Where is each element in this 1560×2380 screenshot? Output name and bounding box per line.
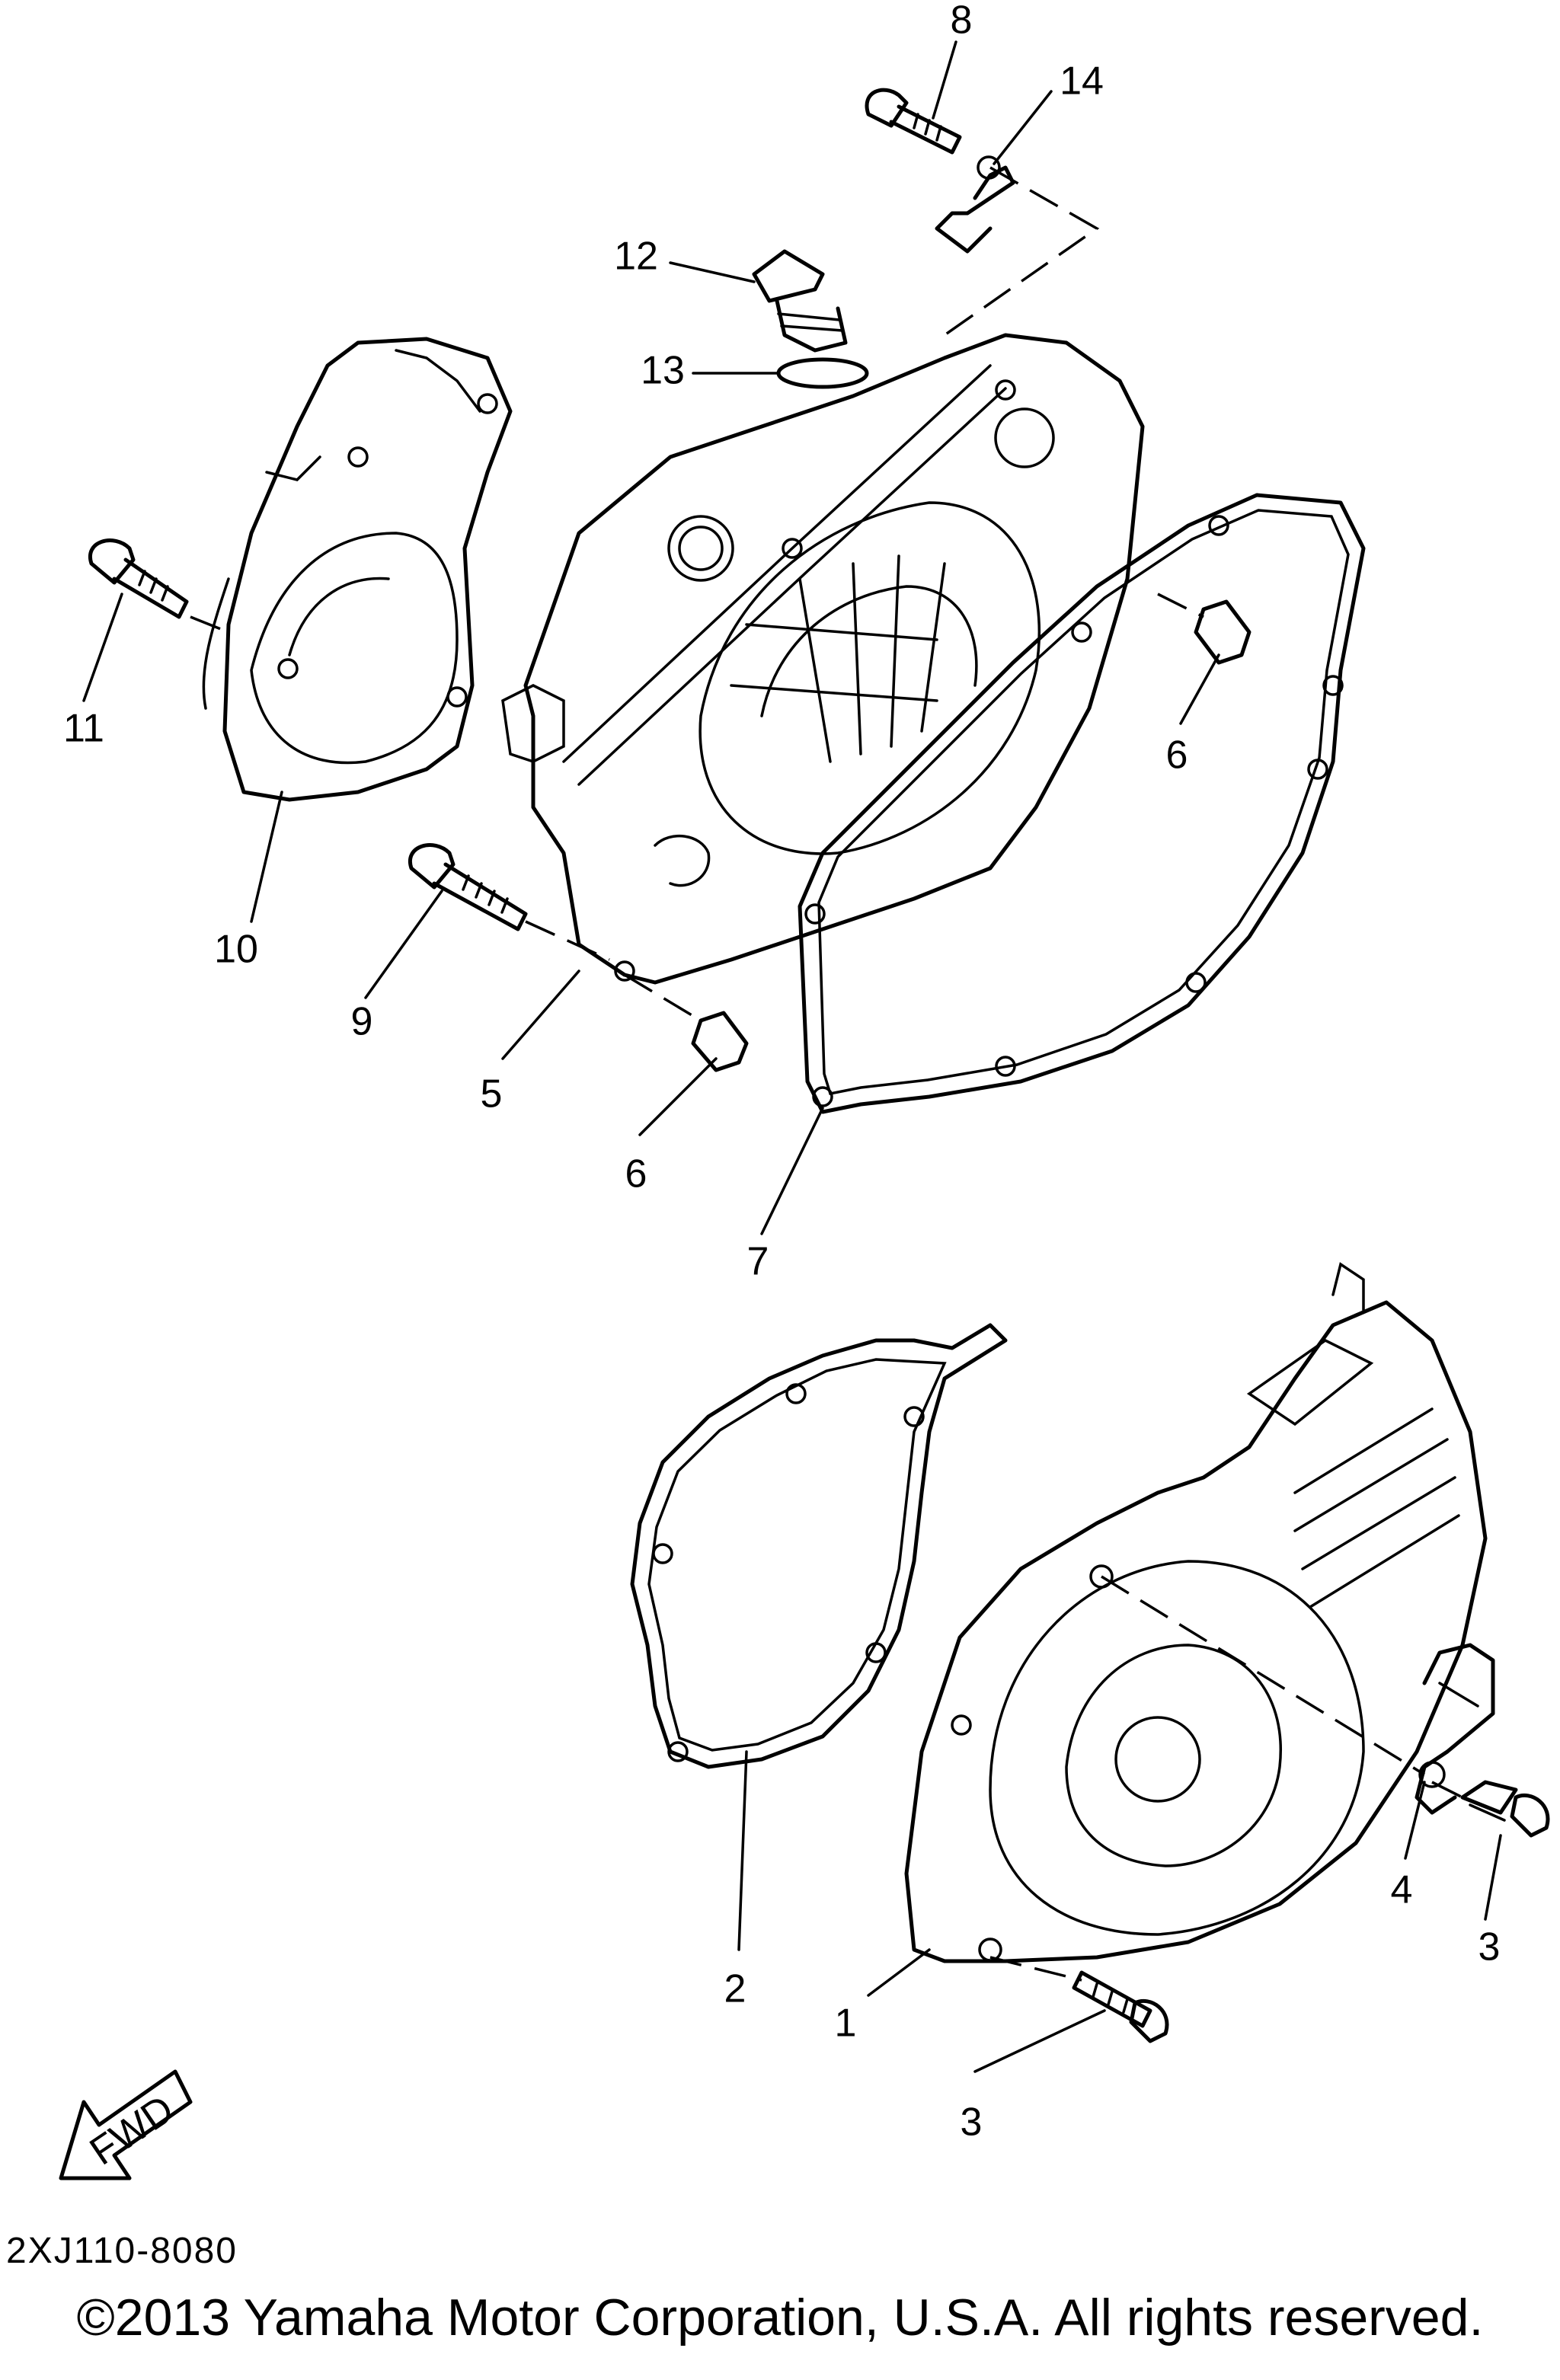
part-6-dowel-upper [1194, 599, 1252, 665]
part-13-o-ring [776, 357, 869, 389]
callout-11: 11 [63, 707, 104, 751]
leader-lines [82, 40, 1502, 2073]
copyright-notice: ©2013 Yamaha Motor Corporation, U.S.A. A… [76, 2289, 1484, 2346]
part-3-bolt-right [1460, 1780, 1550, 1838]
callout-12: 12 [614, 235, 658, 279]
part-1-crankcase-cover [904, 1262, 1488, 1963]
callout-2: 2 [724, 1967, 746, 2011]
callout-9: 9 [351, 1000, 373, 1044]
fwd-arrow: FWD [59, 2069, 193, 2180]
part-7-gasket [798, 493, 1366, 1114]
part-3-bolt-lower [1072, 1970, 1169, 2043]
part-11-bolt [88, 538, 189, 619]
part-12-plug [752, 249, 848, 353]
callout-7: 7 [747, 1240, 769, 1284]
callout-10: 10 [214, 928, 258, 972]
part-9-bolt [408, 843, 528, 931]
callout-14: 14 [1060, 59, 1104, 104]
part-2-gasket [630, 1323, 1008, 1769]
part-10-outer-cover [202, 337, 513, 802]
callout-8: 8 [951, 0, 973, 43]
callout-3-right: 3 [1478, 1925, 1501, 1969]
part-4-clamp [1415, 1643, 1495, 1815]
diagram-code: 2XJ110-8080 [6, 2231, 238, 2271]
part-8-bolt [865, 88, 962, 155]
callout-6-upper: 6 [1166, 733, 1188, 778]
part-6-dowel-lower [691, 1011, 749, 1072]
callout-6-lower: 6 [625, 1152, 647, 1196]
callout-13: 13 [641, 349, 685, 393]
callout-5: 5 [481, 1072, 503, 1117]
part-14-clamp [935, 155, 1015, 254]
assembly-lines [190, 166, 1471, 1982]
callout-4: 4 [1391, 1868, 1413, 1912]
callout-labels: 1 2 3 3 4 5 6 6 7 8 9 10 11 12 13 14 [63, 0, 1500, 2145]
callout-1: 1 [835, 2001, 857, 2046]
callout-3-lower: 3 [961, 2100, 983, 2145]
part-5-crankcase-cover [501, 333, 1145, 985]
